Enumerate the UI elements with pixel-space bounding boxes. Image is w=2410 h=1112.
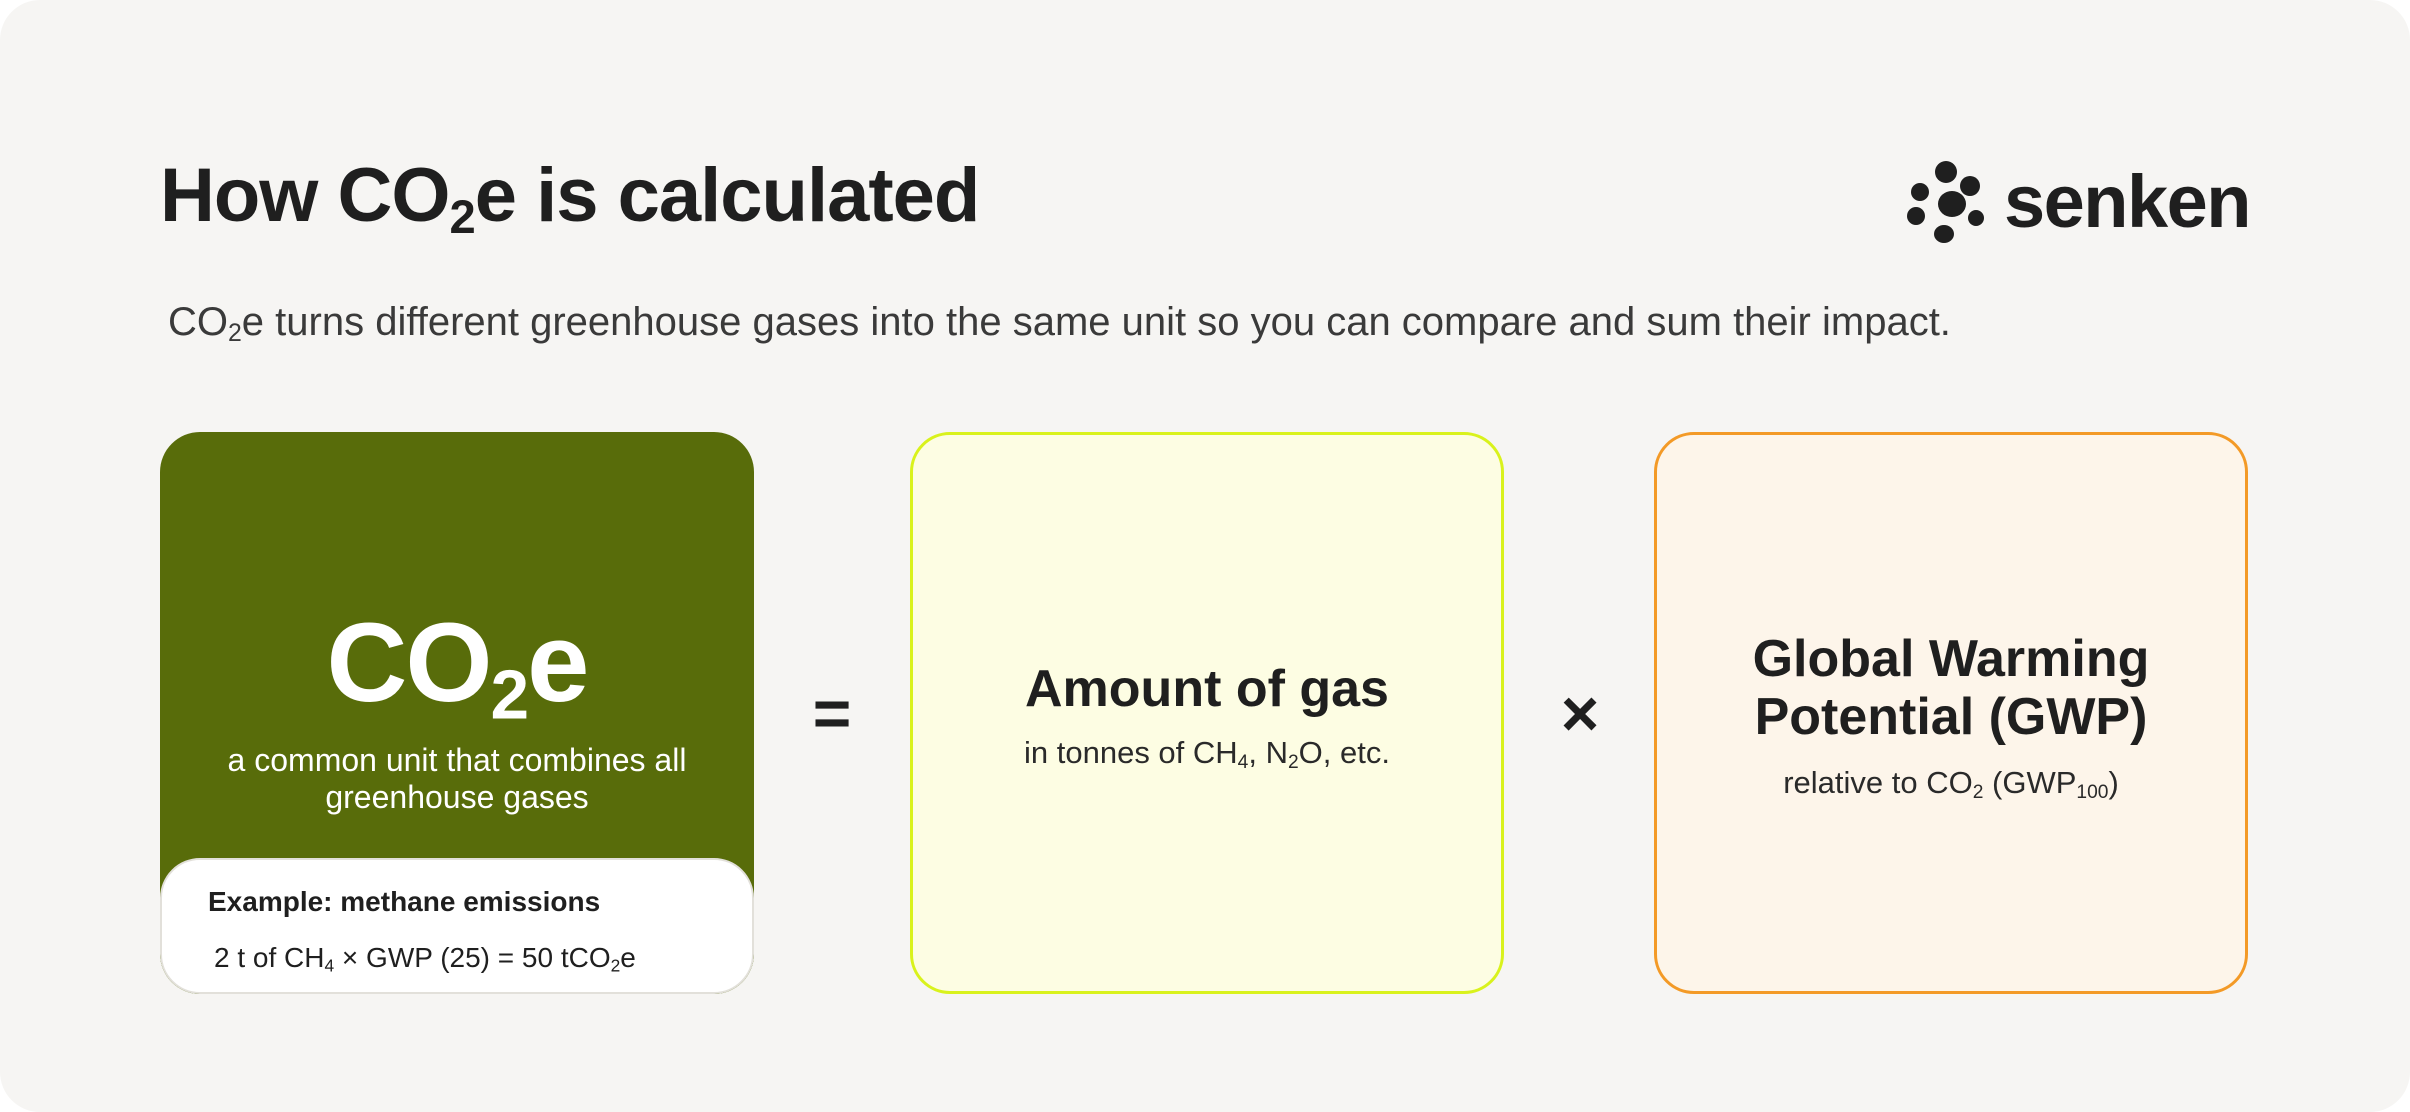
amount-of-gas-box: Amount of gas in tonnes of CH4, N2O, etc… xyxy=(910,432,1504,994)
co2e-box: CO2e a common unit that combines all gre… xyxy=(160,432,754,994)
amount-heading: Amount of gas xyxy=(1025,660,1389,718)
equals-operator: = xyxy=(812,676,852,750)
co2e-heading: CO2e xyxy=(326,600,590,734)
paw-dots-icon xyxy=(1906,161,1984,243)
senken-logo: senken xyxy=(1904,160,2252,244)
times-operator: × xyxy=(1560,676,1600,750)
logo-text: senken xyxy=(2003,160,2252,243)
example-panel: Example: methane emissions 2 t of CH4 × … xyxy=(160,858,754,994)
page-subtitle: CO2e turns different greenhouse gases in… xyxy=(168,300,1951,348)
page-title: How CO2e is calculated xyxy=(160,153,980,243)
example-formula: 2 t of CH4 × GWP (25) = 50 tCO2e xyxy=(214,942,636,976)
example-title: Example: methane emissions xyxy=(208,886,601,917)
co2e-description: a common unit that combines all greenhou… xyxy=(227,742,687,815)
gwp-subtext: relative to CO2 (GWP100) xyxy=(1783,765,2119,803)
amount-subtext: in tonnes of CH4, N2O, etc. xyxy=(1024,735,1390,773)
